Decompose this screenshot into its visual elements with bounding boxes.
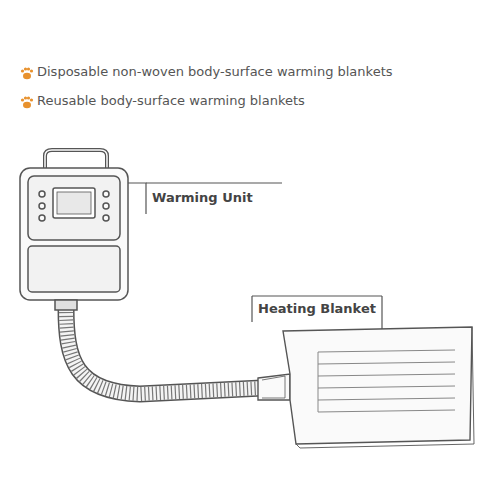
warming-unit — [20, 150, 128, 310]
heating-blanket — [258, 327, 474, 448]
leader-line — [128, 183, 282, 214]
part-label: Warming Unit — [150, 190, 255, 205]
paw-icon — [21, 96, 33, 108]
paw-icon — [21, 67, 33, 79]
bullet-text: Reusable body-surface warming blankets — [37, 93, 305, 108]
part-label: Heating Blanket — [256, 301, 378, 316]
bullet-text: Disposable non-woven body-surface warmin… — [37, 64, 393, 79]
hose — [66, 308, 262, 394]
leader-line — [252, 296, 382, 329]
